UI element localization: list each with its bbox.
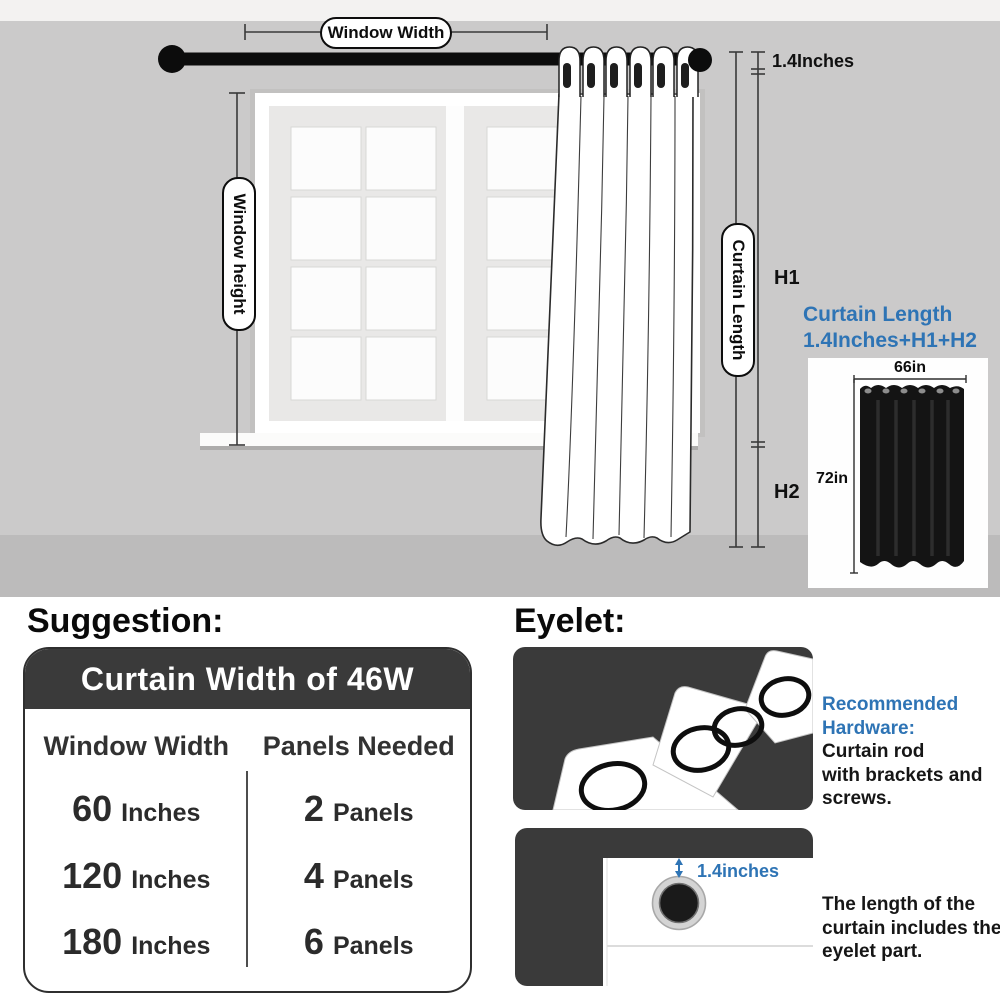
window-width-unit: Inches [131,866,211,894]
column-window-width: Window Width [43,731,229,761]
window-width-unit: Inches [121,799,201,827]
inset-width-label: 66in [893,359,926,376]
window-width-value: 180 [62,921,123,962]
length-note-line3: eyelet part. [822,941,923,962]
eyelet-folds-image [513,647,813,810]
length-note-line2: curtain includes the [822,917,1000,939]
panels-unit: Panels [332,799,414,827]
eyelet-folds-illustration [513,647,813,810]
measure-arrow [675,858,683,878]
h2-label: H2 [774,481,800,503]
panels-unit: Panels [332,932,414,960]
h1-label: H1 [774,267,800,289]
suggestion-heading: Suggestion: [27,602,224,640]
table-divider [246,771,248,967]
inset-curtain-body [860,385,964,568]
window-width-pill-label: Window Width [320,17,452,49]
hardware-line3: screws. [822,788,892,809]
hardware-title-line2: Hardware: [822,717,915,739]
table-title: Curtain Width of 46W [25,649,470,709]
length-note: The length of the curtain includes the e… [822,893,1000,964]
hardware-line1: Curtain rod [822,741,925,762]
inset-curtain-illustration [850,375,967,574]
curtain-size-inset-card [808,358,988,588]
panels-value: 2 [303,788,324,829]
rod-to-top-label: 1.4Inches [772,51,855,71]
window-width-unit: Inches [131,932,211,960]
curtain-length-text: Curtain Length [729,239,748,361]
hardware-note: Recommended Hardware: Curtain rod with b… [822,693,983,811]
hardware-line2: with brackets and [822,764,983,786]
inset-height-label: 72in [816,470,849,487]
grommet-illustration [515,828,813,986]
window-height-pill-label: Window height [222,177,256,331]
h1-h2-segment-line [751,51,765,548]
table-row: 60 Inches 2 Panels [25,783,470,835]
panels-value: 4 [303,855,324,896]
inset-grommets [864,388,960,394]
loop-openings [563,63,689,88]
panels-unit: Panels [332,866,414,894]
window-height-text: Window height [230,193,249,315]
table-row: 120 Inches 4 Panels [25,850,470,902]
eyelet-rings [578,676,812,810]
window-width-value: 60 [72,788,113,829]
window-width-value: 120 [62,855,123,896]
window-width-text: Window Width [327,23,445,42]
curtain-panel [540,46,712,547]
grommet-measure-image [515,828,813,986]
panels-suggestion-table: Curtain Width of 46W Window Width Panels… [23,647,472,993]
table-row: 180 Inches 6 Panels [25,916,470,968]
curtain-length-pill-label: Curtain Length [721,223,755,377]
rod-finial-left [158,45,186,73]
length-note-line1: The length of the [822,894,976,915]
rod-finial-right [688,48,712,72]
column-panels-needed: Panels Needed [262,731,455,761]
ceiling-strip [0,0,1000,21]
eyelet-heading: Eyelet: [514,602,626,640]
table-column-headers: Window Width Panels Needed [25,731,470,762]
panels-value: 6 [303,921,324,962]
curtain-length-formula-title: Curtain Length [803,303,953,326]
grommet-measure-label: 1.4inches [697,861,780,881]
curtain-length-formula: 1.4Inches+H1+H2 [803,329,977,352]
hardware-title-line1: Recommended [822,694,959,715]
grommet-ring [651,875,707,931]
